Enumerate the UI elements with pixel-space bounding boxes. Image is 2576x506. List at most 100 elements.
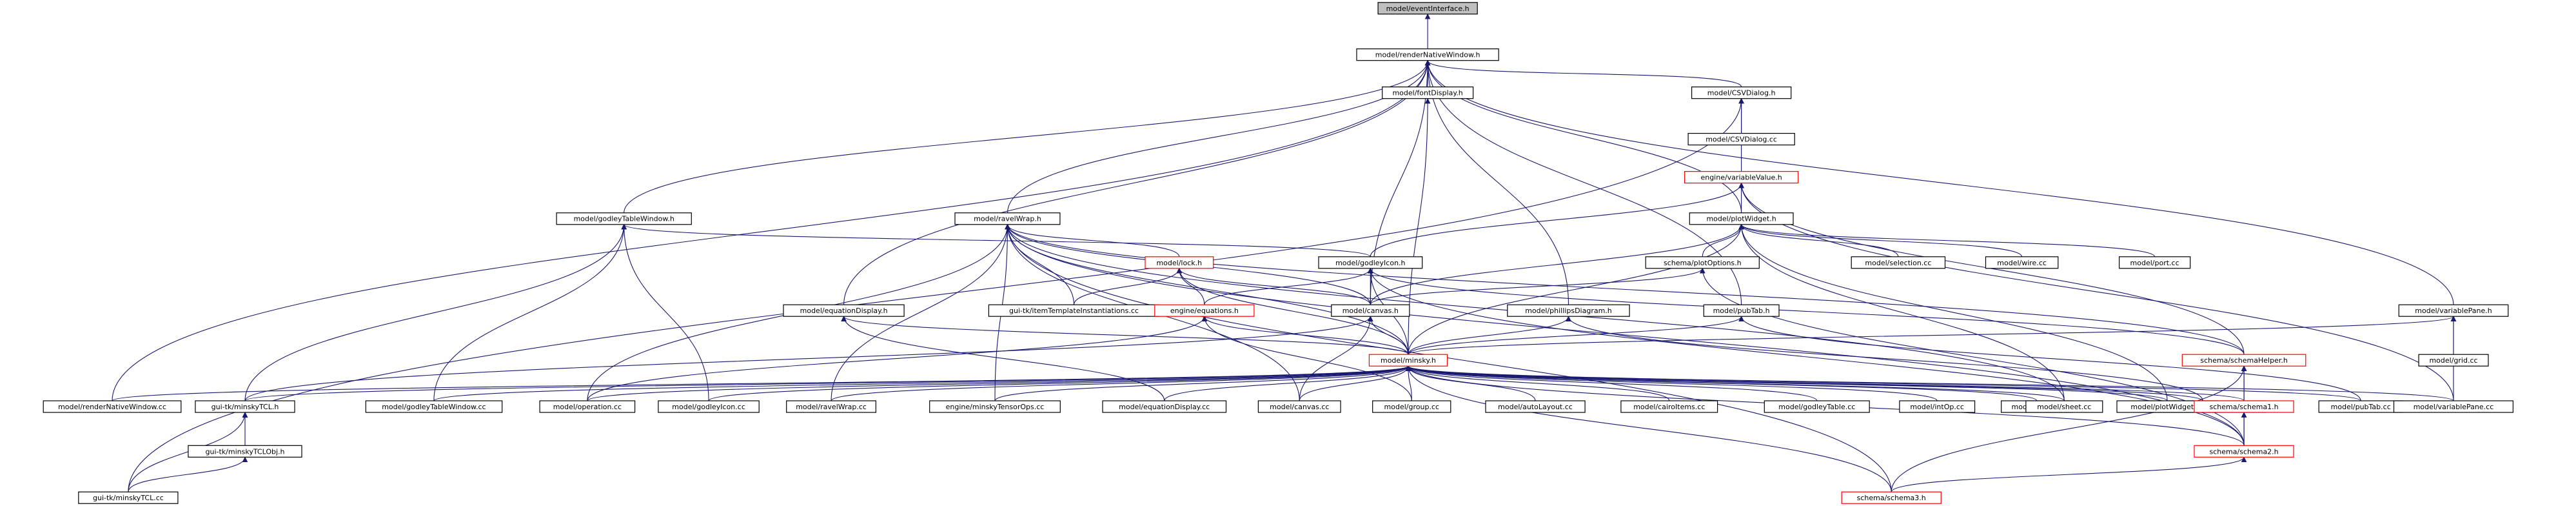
file-node-variablevalue[interactable]: engine/variableValue.h	[1684, 171, 1799, 184]
file-node-label: model/port.cc	[2130, 259, 2179, 267]
file-node-schema3[interactable]: schema/schema3.h	[1841, 491, 1942, 504]
edge-godleyicon-to-variablevalue	[1370, 182, 1744, 257]
file-node-label: model/equationDisplay.cc	[1119, 403, 1210, 411]
file-node-minskytclcc[interactable]: gui-tk/minskyTCL.cc	[78, 491, 179, 504]
edge-line	[1005, 223, 1180, 257]
file-node-gridcc[interactable]: model/grid.cc	[2418, 354, 2489, 367]
edge-line	[1405, 365, 2454, 401]
edge-schema3-to-schemahelper	[1891, 365, 2247, 492]
file-node-variablepane[interactable]: model/variablePane.h	[2398, 304, 2509, 317]
edge-rendernativewindowcc-to-rendernativewindow	[112, 59, 1431, 401]
file-node-box	[2398, 304, 2509, 317]
file-node-minskytensorops[interactable]: engine/minskyTensorOps.cc	[929, 400, 1061, 413]
edge-wirecc-to-plotwidget	[1738, 223, 2023, 258]
edge-schema1-to-minsky	[1405, 365, 2245, 401]
file-node-label: model/godleyIcon.cc	[672, 403, 745, 411]
edge-line	[1408, 316, 1744, 355]
edge-line	[1367, 267, 2245, 446]
file-node-label: model/godleyTableWindow.cc	[382, 403, 486, 411]
edge-line	[841, 316, 1409, 355]
edge-minsky-to-canvas	[1367, 316, 1409, 355]
file-node-equations[interactable]: engine/equations.h	[1154, 304, 1255, 317]
file-node-minsky[interactable]: model/minsky.h	[1368, 354, 1448, 367]
file-node-canvas[interactable]: model/canvas.h	[1331, 304, 1410, 317]
edge-line	[1738, 182, 2454, 401]
edge-pubtabcc-to-pubtab	[1738, 316, 2361, 401]
file-node-fontdisplay[interactable]: model/fontDisplay.h	[1382, 86, 1474, 99]
file-node-godleytablecc[interactable]: model/godleyTable.cc	[1764, 400, 1870, 413]
file-node-box	[188, 445, 302, 458]
edge-csvdialog-to-rendernativewindow	[1424, 59, 1742, 87]
file-node-groupcc[interactable]: model/group.cc	[1372, 400, 1451, 413]
edge-line	[1424, 59, 2454, 305]
file-node-box	[1507, 304, 1630, 317]
edge-minskytcl-to-minsky	[244, 365, 1411, 401]
file-node-schemahelper[interactable]: schema/schemaHelper.h	[2181, 354, 2306, 367]
file-node-cairoitemscc[interactable]: model/cairoItems.cc	[1620, 400, 1718, 413]
edge-line	[1201, 316, 1409, 355]
file-node-label: model/equationDisplay.h	[800, 307, 888, 315]
file-node-pubtab[interactable]: model/pubTab.h	[1703, 304, 1780, 317]
file-node-godleytablewindowcc[interactable]: model/godleyTableWindow.cc	[365, 400, 503, 413]
file-node-ravelwrapcc[interactable]: model/ravelWrap.cc	[786, 400, 876, 413]
file-node-intopcc[interactable]: model/intOp.cc	[1899, 400, 1976, 413]
file-node-label: model/pubTab.h	[1713, 307, 1770, 315]
edge-line	[128, 412, 248, 492]
file-node-minskytcl[interactable]: gui-tk/minskyTCL.h	[195, 400, 295, 413]
edge-groupcc-to-equations	[1201, 316, 1412, 401]
edge-minskytclcc-to-minskytclobj	[128, 456, 248, 492]
edge-line	[1424, 59, 1569, 305]
file-node-equationdisplaycc[interactable]: model/equationDisplay.cc	[1102, 400, 1227, 413]
file-node-csvdialog[interactable]: model/CSVDialog.h	[1691, 86, 1792, 99]
file-node-sheetcc[interactable]: model/sheet.cc	[2025, 400, 2103, 413]
file-node-box	[1257, 400, 1341, 413]
edge-line	[1007, 59, 1431, 213]
file-node-rendernativewindow[interactable]: model/renderNativeWindow.h	[1356, 48, 1499, 61]
edge-schema3-to-minsky	[1405, 365, 1892, 492]
edge-lock-to-ravelwrap	[1005, 223, 1180, 257]
file-node-godleyicon[interactable]: model/godleyIcon.h	[1318, 256, 1423, 269]
file-node-csvdialogcc[interactable]: model/CSVDialog.cc	[1687, 133, 1795, 146]
file-node-label: model/godleyTableWindow.h	[574, 215, 674, 223]
file-node-label: engine/equations.h	[1170, 307, 1239, 315]
edge-line	[433, 365, 1411, 401]
file-node-schema1[interactable]: schema/schema1.h	[2194, 400, 2294, 413]
file-node-box	[1851, 256, 1946, 269]
file-node-plotoptions[interactable]: schema/plotOptions.h	[1645, 256, 1760, 269]
file-node-plotwidgetcc[interactable]: model/plotWidget.cc	[2116, 400, 2218, 413]
edge-line	[1073, 267, 1183, 305]
file-node-box	[2194, 400, 2294, 413]
file-node-label: schema/schema1.h	[2210, 403, 2279, 411]
file-node-wirecc[interactable]: model/wire.cc	[1985, 256, 2059, 269]
file-node-variablepanecc[interactable]: model/variablePane.cc	[2393, 400, 2513, 413]
file-node-phillipsdiagram[interactable]: model/phillipsDiagram.h	[1507, 304, 1630, 317]
file-node-box	[365, 400, 503, 413]
file-node-rendernativewindowcc[interactable]: model/renderNativeWindow.cc	[43, 400, 182, 413]
file-node-label: model/CSVDialog.cc	[1706, 136, 1777, 144]
file-node-lock[interactable]: model/lock.h	[1145, 256, 1214, 269]
file-node-label: engine/variableValue.h	[1700, 174, 1782, 182]
file-node-itemtemplate[interactable]: gui-tk/itemTemplateInstantiations.cc	[988, 304, 1160, 317]
file-node-portcc[interactable]: model/port.cc	[2119, 256, 2191, 269]
edge-minskytclcc-to-minskytcl	[128, 412, 248, 492]
edge-line	[1176, 267, 1371, 305]
file-node-canvascc[interactable]: model/canvas.cc	[1257, 400, 1341, 413]
file-node-plotwidget[interactable]: model/plotWidget.h	[1689, 212, 1794, 225]
file-node-minskytclobj[interactable]: gui-tk/minskyTCLObj.h	[188, 445, 302, 458]
file-node-box	[1356, 48, 1499, 61]
file-node-autolayoutcc[interactable]: model/autoLayout.cc	[1485, 400, 1586, 413]
edge-line	[433, 223, 627, 401]
file-node-selectioncc[interactable]: model/selection.cc	[1851, 256, 1946, 269]
file-node-godleytablewindow[interactable]: model/godleyTableWindow.h	[556, 212, 692, 225]
file-node-ravelwrap[interactable]: model/ravelWrap.h	[954, 212, 1061, 225]
file-node-godleyiconcc[interactable]: model/godleyIcon.cc	[658, 400, 760, 413]
edge-line	[1408, 223, 1744, 355]
file-node-equationdisplay[interactable]: model/equationDisplay.h	[783, 304, 905, 317]
file-node-label: model/godleyTable.cc	[1778, 403, 1855, 411]
file-node-pubtabcc[interactable]: model/pubTab.cc	[2318, 400, 2403, 413]
edge-plotwidgetcc-to-minsky	[1405, 365, 2168, 401]
file-node-schema2[interactable]: schema/schema2.h	[2194, 445, 2294, 458]
file-node-operationcc[interactable]: model/operation.cc	[539, 400, 636, 413]
file-node-label: gui-tk/itemTemplateInstantiations.cc	[1009, 307, 1139, 315]
file-node-label: model/wire.cc	[1997, 259, 2047, 267]
